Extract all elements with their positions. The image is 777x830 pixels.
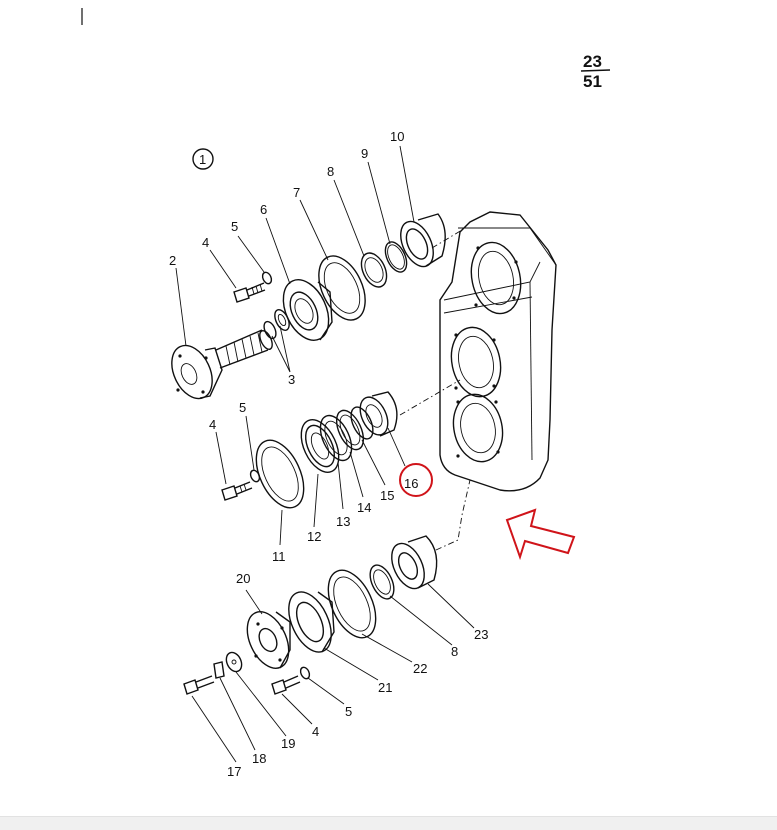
bearing-part-23	[391, 535, 438, 590]
cover-part-21	[288, 591, 335, 653]
callout-20: 20	[236, 571, 250, 586]
ring-part-12	[300, 419, 340, 473]
callout-8-bottom: 8	[451, 644, 458, 659]
callout-4-top: 4	[202, 235, 209, 250]
bolt-part-4-top	[233, 282, 266, 303]
ring-part-8-bottom	[369, 564, 395, 600]
page-fraction-bottom: 51	[583, 72, 602, 91]
cover-part-6	[282, 279, 333, 341]
callout-3: 3	[288, 372, 295, 387]
bottom-status-bar	[0, 816, 777, 830]
callout-22: 22	[413, 661, 427, 676]
washer-part-5-top	[261, 271, 273, 285]
bottom-assembly	[183, 535, 438, 695]
bearing-part-16	[359, 391, 398, 437]
callout-13: 13	[336, 514, 350, 529]
gasket-part-7	[318, 255, 366, 321]
gearbox-housing	[439, 211, 557, 492]
gasket-part-11	[255, 439, 305, 509]
flange-part-2	[171, 344, 223, 400]
callout-18: 18	[252, 751, 266, 766]
callout-11: 11	[272, 549, 286, 564]
callout-15: 15	[380, 488, 394, 503]
callout-16: 16	[404, 476, 418, 491]
ring-part-8-top	[360, 252, 388, 288]
ring-part-14	[335, 409, 365, 451]
callout-5-middle: 5	[239, 400, 246, 415]
bolt-part-4-middle	[221, 481, 253, 501]
callout-17: 17	[227, 764, 241, 779]
page-fraction-top: 23	[583, 52, 602, 71]
washer-part-5-bottom	[299, 666, 311, 680]
callout-5-bottom: 5	[345, 704, 352, 719]
callout-19: 19	[281, 736, 295, 751]
highlight-circle	[399, 463, 433, 497]
page-fraction-bar	[580, 69, 611, 72]
callout-8-top: 8	[327, 164, 334, 179]
callout-10: 10	[390, 129, 404, 144]
washer-part-3	[263, 309, 290, 340]
middle-assembly	[221, 391, 398, 509]
bearing-part-10	[400, 213, 446, 268]
assembly-centerlines	[399, 229, 471, 551]
bolt-part-4-bottom	[271, 675, 301, 695]
ring-part-13	[319, 414, 353, 462]
callout-4-bottom: 4	[312, 724, 319, 739]
washer-part-19	[225, 651, 243, 673]
top-shaft-assembly	[171, 213, 446, 400]
callout-9: 9	[361, 146, 368, 161]
callout-labels: 2 3 4 5 6 7 8 9 10 4 5 11 12 13 14 15 16…	[169, 129, 488, 779]
page-number-fraction: 23 51	[580, 52, 611, 91]
callout-12: 12	[307, 529, 321, 544]
callout-4-middle: 4	[209, 417, 216, 432]
group-number-text: 1	[199, 152, 206, 167]
callout-2: 2	[169, 253, 176, 268]
flange-part-20	[246, 611, 291, 669]
callout-21: 21	[378, 680, 392, 695]
leader-lines	[175, 145, 475, 763]
ring-part-15	[350, 406, 374, 440]
splined-shaft	[215, 329, 273, 369]
callout-23: 23	[474, 627, 488, 642]
bolt-part-17	[183, 675, 215, 695]
gasket-part-22	[327, 569, 377, 639]
callout-6: 6	[260, 202, 267, 217]
highlight-arrow-icon	[505, 508, 576, 561]
group-number-badge: 1	[192, 148, 214, 170]
callout-7: 7	[293, 185, 300, 200]
callout-14: 14	[357, 500, 371, 515]
callout-5-top: 5	[231, 219, 238, 234]
lock-plate-part-18	[213, 661, 225, 679]
